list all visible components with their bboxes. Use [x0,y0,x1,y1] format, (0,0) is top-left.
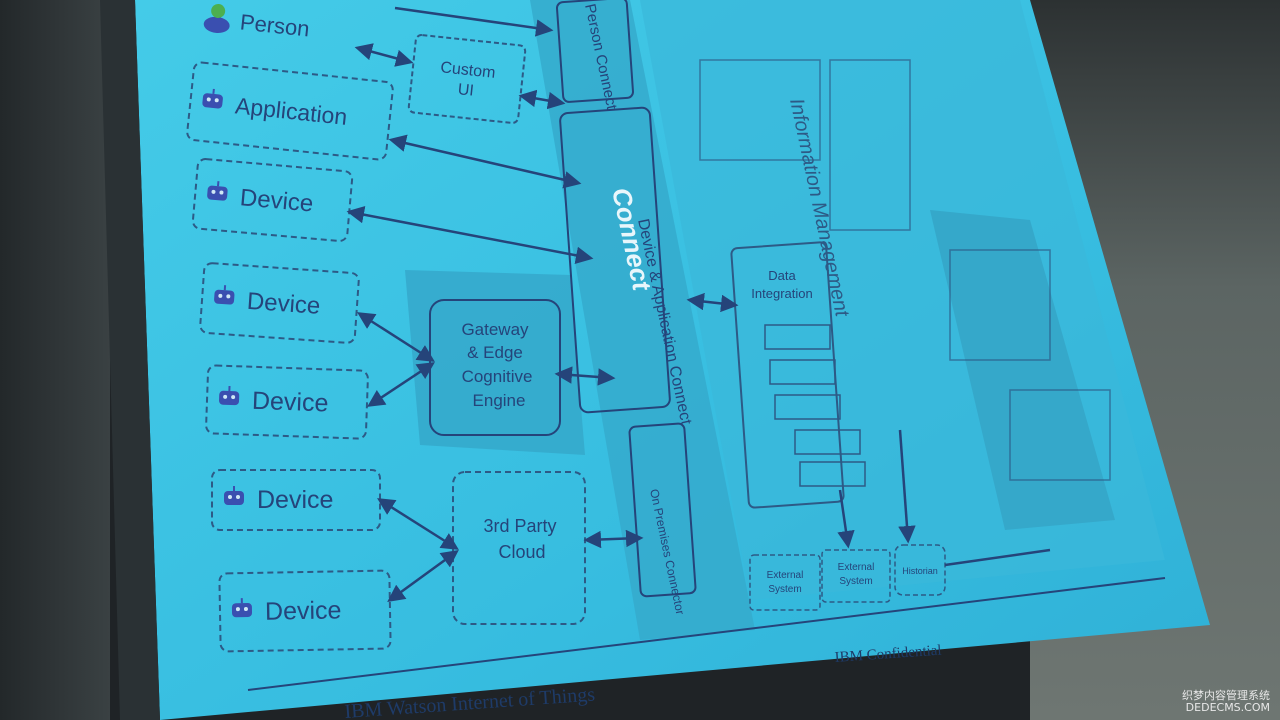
screen-border [100,0,160,720]
source-box-6: Device [211,469,381,531]
connection-arrows [346,6,1051,603]
robot-icon [214,285,235,305]
historian-label: Historian [902,566,938,576]
source-label: Device [257,486,333,514]
cloud-line-1: 3rd Party [483,516,556,536]
person-icon [203,3,230,33]
external-system-1-line-2: System [768,584,801,595]
robot-icon [219,385,240,406]
robot-icon [224,486,244,505]
inner-box [764,324,831,350]
historian-box [894,544,946,596]
external-system-1-line-1: External [767,570,804,581]
watermark-line-1: 织梦内容管理系统 [1182,689,1270,702]
management-box [699,59,821,161]
person-connect-box [556,0,634,103]
cloud-line-2: Cloud [498,542,545,562]
inner-box [799,461,866,487]
custom-ui-line-1: Custom [440,59,497,82]
robot-icon [207,181,228,201]
management-box [829,59,911,231]
custom-ui-box [407,34,527,124]
external-system-box-2 [821,549,891,603]
watermark-line-2: DEDECMS.COM [1185,701,1270,714]
source-label: Device [246,288,321,320]
watermark: 织梦内容管理系统 DEDECMS.COM [1182,690,1270,714]
external-system-2-line-2: System [839,576,872,587]
gateway-line-1: Gateway [461,320,529,339]
source-box-3: Device [191,158,354,242]
data-integration-line-2: Integration [751,286,812,301]
external-system-2-line-1: External [838,562,875,573]
on-premise-connector-box [628,422,697,598]
source-label: Device [252,387,329,418]
inner-box [794,429,861,455]
source-boxes: PersonApplicationDeviceDeviceDeviceDevic… [186,3,394,653]
source-box-5: Device [205,364,369,440]
inner-box [774,394,841,420]
management-box [949,249,1051,361]
gateway-line-3: Cognitive [462,367,533,386]
robot-icon [202,88,223,109]
source-box-border [205,364,369,440]
connect-column [530,0,755,640]
inner-box [769,359,836,385]
gateway-line-4: Engine [473,391,526,410]
room-wall-left [0,0,110,720]
source-label: Device [265,596,342,625]
source-box-7: Device [218,569,392,653]
gateway-line-2: & Edge [467,343,523,362]
data-integration-line-1: Data [768,268,796,283]
gateway-panel [405,270,585,455]
right-cluster-panel [930,210,1115,530]
source-box-border [211,469,381,531]
source-box-4: Device [199,262,360,344]
external-system-box-1 [749,554,821,611]
custom-ui-line-2: UI [457,81,475,100]
robot-icon [231,598,253,618]
management-box [1009,389,1111,481]
source-label: Device [239,184,314,217]
confidential-label: IBM Confidential [834,643,942,666]
divider-line [247,577,1166,691]
source-box-border [186,61,394,161]
